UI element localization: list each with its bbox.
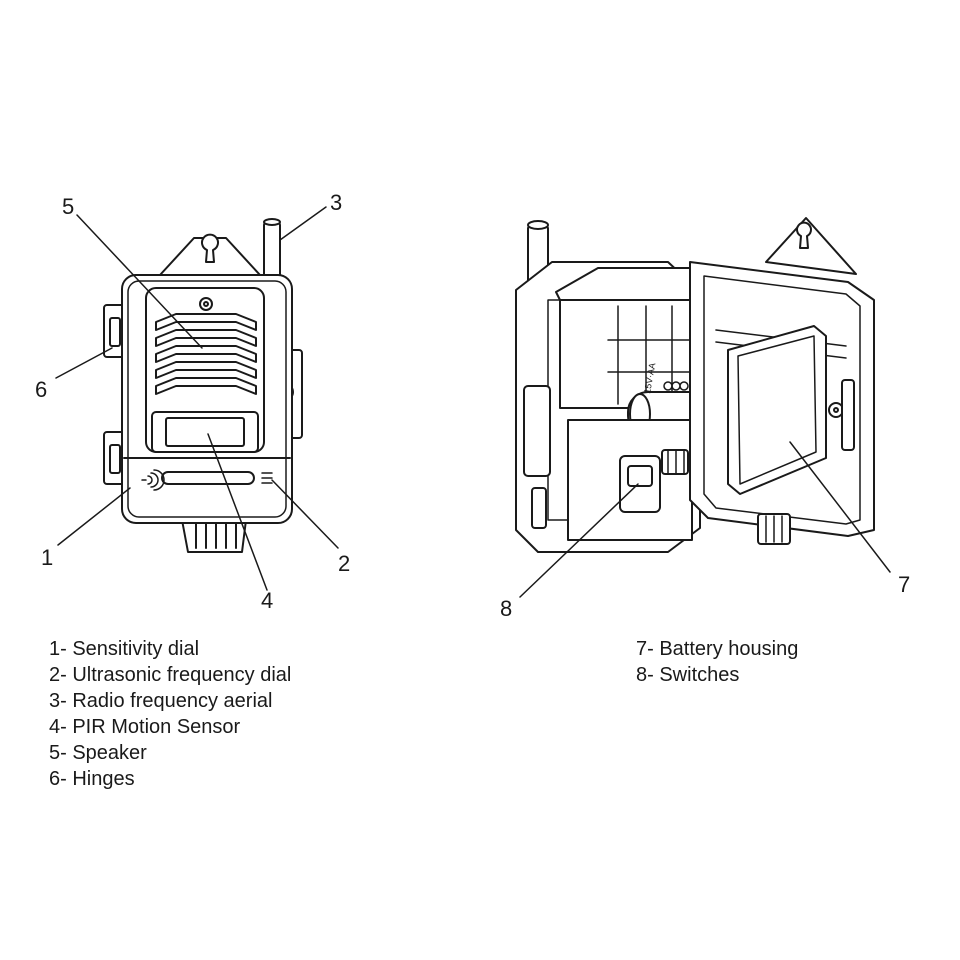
callout-2: 2 xyxy=(338,551,350,576)
leader-line-5 xyxy=(76,214,203,349)
legend-item-radio-frequency-aerial: 3- Radio frequency aerial xyxy=(49,690,273,712)
bracket-slots xyxy=(195,521,237,549)
open-side-clip xyxy=(531,487,547,529)
legend-item-switches: 8- Switches xyxy=(636,664,740,686)
callout-5: 5 xyxy=(62,194,74,219)
battery-springs xyxy=(663,381,689,391)
radio-aerial xyxy=(263,220,281,282)
legend-right: 7- Battery housing 8- Switches xyxy=(636,636,798,688)
open-hinge-upper xyxy=(523,385,551,477)
leader-line-8 xyxy=(519,483,639,598)
legend-item-ultrasonic-frequency-dial: 2- Ultrasonic frequency dial xyxy=(49,664,292,686)
callout-numbers: 5 3 6 1 2 4 8 7 xyxy=(35,190,910,621)
leader-line-6 xyxy=(55,347,113,379)
callout-8: 8 xyxy=(500,596,512,621)
leader-line-3 xyxy=(279,206,327,241)
legend-item-hinges: 6- Hinges xyxy=(49,768,135,790)
keyhole xyxy=(201,233,219,263)
front-view-device xyxy=(103,218,303,553)
legend-item-sensitivity-dial: 1- Sensitivity dial xyxy=(49,638,200,660)
door-bottom-slots xyxy=(765,515,783,543)
callout-3: 3 xyxy=(330,190,342,215)
speaker-grille xyxy=(155,313,257,395)
battery-housing-tray xyxy=(727,325,827,495)
door-latch xyxy=(841,379,855,451)
aerial-tip xyxy=(263,218,281,226)
battery-housing-door-rim xyxy=(703,275,861,525)
battery-housing-tray-inner xyxy=(737,335,817,485)
pir-window xyxy=(165,417,245,447)
leader-lines xyxy=(55,206,891,598)
leader-line-7 xyxy=(789,441,891,573)
front-body-rim xyxy=(127,280,287,518)
leader-line-1 xyxy=(57,487,131,546)
callout-7: 7 xyxy=(898,572,910,597)
legend-item-pir-motion-sensor: 4- PIR Motion Sensor xyxy=(49,716,241,738)
ultrasonic-dial-icon xyxy=(261,472,273,484)
leader-line-2 xyxy=(271,479,339,549)
callout-4: 4 xyxy=(261,588,273,613)
switch-block-inner xyxy=(627,465,653,487)
hinge-lower-inner xyxy=(109,444,121,474)
sensitivity-dial-icon xyxy=(141,469,165,491)
battery-slots xyxy=(607,305,691,405)
leader-line-4 xyxy=(207,433,268,591)
callout-1: 1 xyxy=(41,545,53,570)
switch-connector-pins xyxy=(667,449,685,475)
legend-item-speaker: 5- Speaker xyxy=(49,742,147,764)
callout-6: 6 xyxy=(35,377,47,402)
legend-item-battery-housing: 7- Battery housing xyxy=(636,638,799,660)
door-keyhole xyxy=(796,221,812,249)
indicator-slot xyxy=(161,471,255,485)
door-screw-dot xyxy=(833,407,839,413)
open-view-device: 15V·AA xyxy=(515,217,875,553)
speaker-hole-dot xyxy=(203,301,209,307)
door-mounting-bracket xyxy=(765,217,857,275)
legend-left: 1- Sensitivity dial 2- Ultrasonic freque… xyxy=(49,636,291,792)
open-aerial-tip xyxy=(527,220,549,230)
hinge-upper-inner xyxy=(109,317,121,347)
